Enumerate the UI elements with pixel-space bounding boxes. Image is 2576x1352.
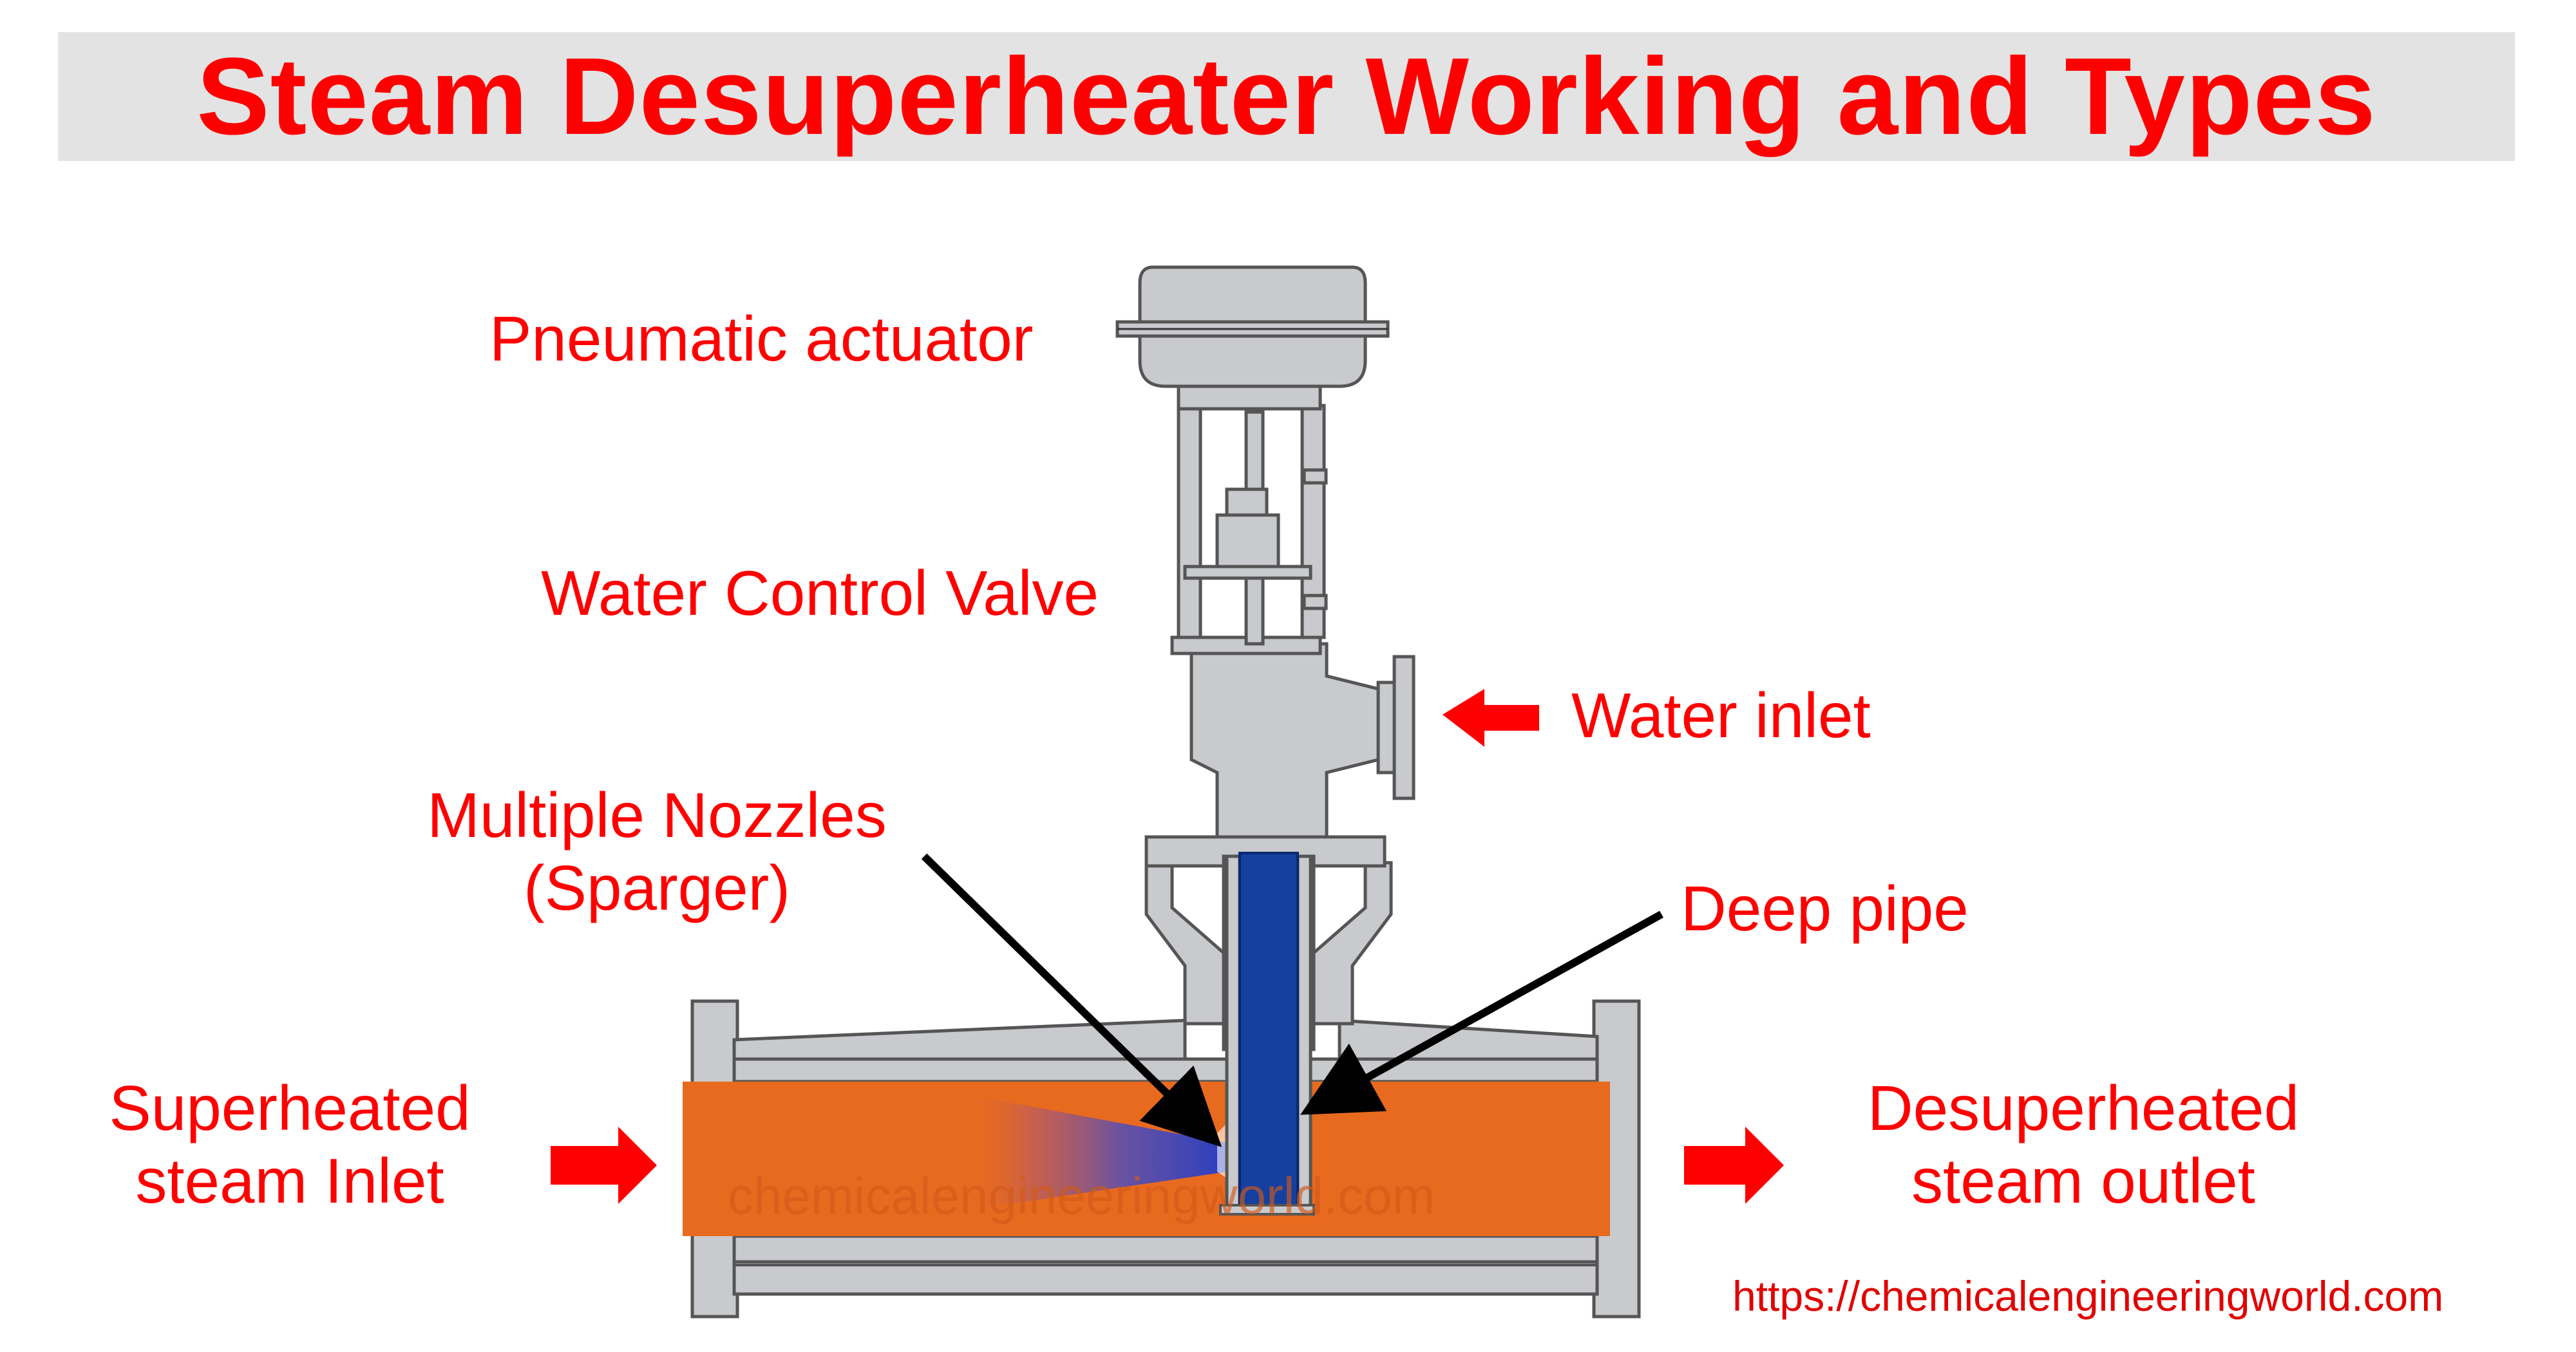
label-superheated-steam-inlet: Superheated steam Inlet xyxy=(64,1072,515,1217)
label-desuperheated-line1: Desuperheated xyxy=(1867,1073,2300,1143)
label-multiple-nozzles-line1: Multiple Nozzles xyxy=(427,780,887,850)
page-title: Steam Desuperheater Working and Types xyxy=(196,35,2376,158)
label-multiple-nozzles: Multiple Nozzles (Sparger) xyxy=(399,779,914,924)
label-multiple-nozzles-line2: (Sparger) xyxy=(524,852,790,923)
main-pipe xyxy=(690,999,1641,1319)
watermark: chemicalengineeringworld.com xyxy=(728,1167,1435,1225)
deep-pipe-pointer xyxy=(1300,910,1663,1115)
label-superheated-line1: Superheated xyxy=(109,1073,471,1143)
label-superheated-line2: steam Inlet xyxy=(135,1145,444,1216)
water-control-valve-body xyxy=(1189,642,1416,839)
arrows-red xyxy=(551,689,1784,1204)
nozzle-pointer xyxy=(921,853,1222,1147)
pointer-arrows xyxy=(921,853,1663,1147)
yoke-and-stem xyxy=(1170,404,1328,655)
label-desuperheated-line2: steam outlet xyxy=(1911,1145,2255,1216)
label-pneumatic-actuator: Pneumatic actuator xyxy=(489,303,1034,374)
superheated-inlet-arrow xyxy=(551,1127,657,1204)
deep-pipe-blue xyxy=(1238,852,1299,1208)
pneumatic-actuator-body xyxy=(1115,265,1390,411)
label-deep-pipe: Deep pipe xyxy=(1681,873,1969,944)
source-url[interactable]: https://chemicalengineeringworld.com xyxy=(1732,1272,2444,1320)
label-water-control-valve: Water Control Valve xyxy=(541,558,1099,628)
title-band xyxy=(58,32,2515,161)
desuperheated-outlet-arrow xyxy=(1684,1127,1784,1204)
deep-pipe-cap xyxy=(1219,1204,1315,1216)
label-water-inlet: Water inlet xyxy=(1571,680,1871,751)
water-inlet-arrow xyxy=(1443,689,1539,747)
label-desuperheated-steam-outlet: Desuperheated steam outlet xyxy=(1810,1072,2357,1217)
